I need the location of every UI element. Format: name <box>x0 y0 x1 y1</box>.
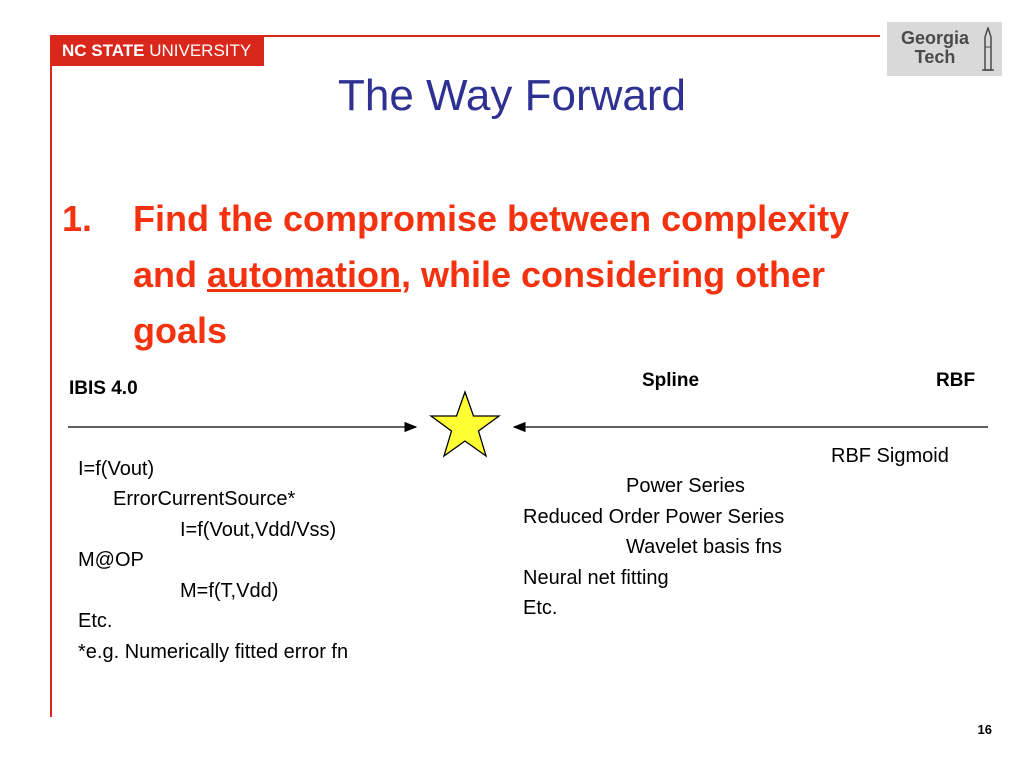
right-list-item: Reduced Order Power Series <box>523 506 785 528</box>
left-list-item: M=f(T,Vdd) <box>180 580 279 602</box>
left-margin-rule <box>50 35 52 717</box>
slide-title: The Way Forward <box>337 71 686 120</box>
left-list-item: *e.g. Numerically fitted error fn <box>78 641 349 663</box>
gt-logo-text: Georgia Tech <box>893 29 977 67</box>
left-list-item: Etc. <box>78 610 113 632</box>
page-number: 16 <box>977 722 992 737</box>
right-list-item: Etc. <box>523 597 558 619</box>
right-list-item: Wavelet basis fns <box>626 536 782 558</box>
rbf-label: RBF <box>936 370 976 391</box>
georgia-tech-logo: Georgia Tech <box>887 22 1002 76</box>
ncsu-logo-light: UNIVERSITY <box>144 41 252 60</box>
left-list-item: M@OP <box>78 549 144 571</box>
right-list-item: RBF Sigmoid <box>831 445 949 467</box>
gt-logo-line2: Tech <box>914 47 956 67</box>
point-number: 1. <box>62 198 93 239</box>
right-list-item: Neural net fitting <box>523 567 669 589</box>
point-text-underlined: automation <box>207 254 402 295</box>
left-list-item: I=f(Vout) <box>78 458 155 480</box>
point-text: Find the compromise between complexity a… <box>133 191 893 359</box>
spline-label: Spline <box>642 370 700 391</box>
right-list-item: Power Series <box>626 475 745 497</box>
tech-tower-icon <box>982 27 994 71</box>
point-text-after: , while considering other goals <box>133 254 826 351</box>
ncsu-logo: NC STATE UNIVERSITY <box>52 36 264 66</box>
star-icon <box>429 390 501 458</box>
gt-logo-line1: Georgia <box>900 28 970 48</box>
header-rule <box>50 35 880 37</box>
point-text-before: Find the compromise between complexity a… <box>133 198 850 295</box>
left-list-item: I=f(Vout,Vdd/Vss) <box>180 519 337 541</box>
left-list-item: ErrorCurrentSource* <box>113 488 296 510</box>
ibis-label: IBIS 4.0 <box>69 378 138 399</box>
ncsu-logo-bold: NC STATE <box>62 41 145 60</box>
complexity-axis <box>68 390 988 458</box>
